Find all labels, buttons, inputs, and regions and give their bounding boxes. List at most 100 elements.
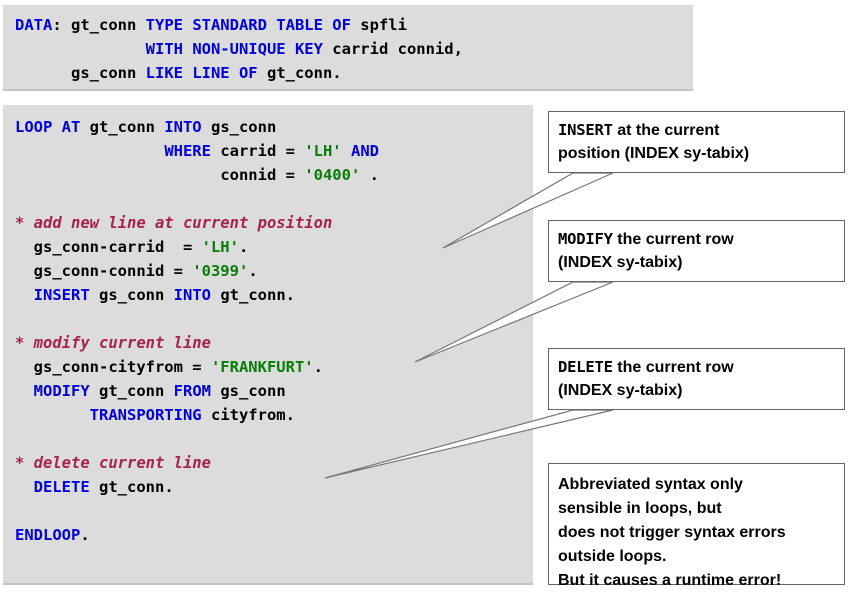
code-line: * modify current line bbox=[15, 331, 379, 355]
code-line: gs_conn-carrid = 'LH'. bbox=[15, 235, 379, 259]
code-token: FROM bbox=[173, 382, 221, 400]
code-token: gt_conn. bbox=[99, 478, 174, 496]
code-line: MODIFY gt_conn FROM gs_conn bbox=[15, 379, 379, 403]
code-token: INTO bbox=[173, 286, 221, 304]
abap-declaration-panel: DATA: gt_conn TYPE STANDARD TABLE OF spf… bbox=[3, 5, 693, 89]
code-line bbox=[15, 187, 379, 211]
code-token: LOOP AT bbox=[15, 118, 90, 136]
code-token bbox=[15, 142, 164, 160]
code-token: 'FRANKFURT' bbox=[210, 358, 314, 376]
code-token: ENDLOOP bbox=[15, 526, 81, 544]
code-token: gt_conn. bbox=[266, 64, 342, 82]
code-token: . bbox=[360, 166, 379, 184]
code-line: gs_conn-connid = '0399'. bbox=[15, 259, 379, 283]
code-token: . bbox=[313, 358, 323, 376]
code-token: '0400' bbox=[304, 166, 361, 184]
code-token: gt_conn. bbox=[220, 286, 295, 304]
code-line: gs_conn LIKE LINE OF gt_conn. bbox=[15, 61, 463, 85]
code-token: gs_conn-connid = bbox=[15, 262, 193, 280]
code-token: gs_conn bbox=[220, 382, 286, 400]
callout-modify-keyword: MODIFY bbox=[558, 230, 613, 248]
code-token: gt_conn bbox=[89, 118, 165, 136]
code-token bbox=[15, 382, 34, 400]
code-token: . bbox=[80, 526, 90, 544]
callout-delete-line2: (INDEX sy-tabix) bbox=[558, 382, 683, 399]
code-line bbox=[15, 427, 379, 451]
code-token: WITH NON-UNIQUE KEY bbox=[145, 40, 333, 58]
code-token bbox=[15, 406, 90, 424]
callout-delete-rest: the current row bbox=[612, 359, 734, 376]
callout-modify-rest: the current row bbox=[612, 231, 734, 248]
code-line: LOOP AT gt_conn INTO gs_conn bbox=[15, 115, 379, 139]
callout-modify-line2: (INDEX sy-tabix) bbox=[558, 254, 683, 271]
code-line: WHERE carrid = 'LH' AND bbox=[15, 139, 379, 163]
code-line: INSERT gs_conn INTO gt_conn. bbox=[15, 283, 379, 307]
code-token: 'LH' bbox=[201, 238, 239, 256]
callout-delete-keyword: DELETE bbox=[558, 358, 613, 376]
code-token: * modify current line bbox=[15, 334, 211, 352]
code-token: connid = bbox=[220, 166, 305, 184]
callout-insert-rest: at the current bbox=[612, 122, 720, 139]
code-token: cityfrom. bbox=[210, 406, 295, 424]
callout-insert-line2: position (INDEX sy-tabix) bbox=[558, 145, 750, 162]
code-token: carrid connid, bbox=[332, 40, 463, 58]
code-line bbox=[15, 499, 379, 523]
code-token: INTO bbox=[164, 118, 211, 136]
code-token: spfli bbox=[360, 16, 407, 34]
code-line: DELETE gt_conn. bbox=[15, 475, 379, 499]
code-token: * add new line at current position bbox=[15, 214, 333, 232]
code-token: gs_conn bbox=[99, 286, 174, 304]
code-token bbox=[15, 166, 220, 184]
abap-loop-panel: LOOP AT gt_conn INTO gs_conn WHERE carri… bbox=[3, 105, 533, 583]
callout-insert-line1: INSERT at the current bbox=[558, 119, 835, 142]
code-token: : bbox=[52, 16, 71, 34]
code-token: AND bbox=[350, 142, 379, 160]
code-line bbox=[15, 307, 379, 331]
note-line: does not trigger syntax errors bbox=[558, 524, 786, 541]
code-token bbox=[15, 64, 71, 82]
code-line: * add new line at current position bbox=[15, 211, 379, 235]
code-token: gt_conn bbox=[71, 16, 146, 34]
code-line: DATA: gt_conn TYPE STANDARD TABLE OF spf… bbox=[15, 13, 463, 37]
code-token: LIKE LINE OF bbox=[145, 64, 267, 82]
code-token bbox=[15, 478, 34, 496]
code-token: DELETE bbox=[33, 478, 99, 496]
code-line: ENDLOOP. bbox=[15, 523, 379, 547]
callout-modify-line1: MODIFY the current row bbox=[558, 228, 835, 251]
note-line: Abbreviated syntax only bbox=[558, 476, 743, 493]
note-line: But it causes a runtime error! bbox=[558, 572, 782, 589]
code-token: MODIFY bbox=[33, 382, 99, 400]
note-line: sensible in loops, but bbox=[558, 500, 722, 517]
code-token: gs_conn bbox=[71, 64, 146, 82]
callout-insert-keyword: INSERT bbox=[558, 121, 613, 139]
code-token: carrid = bbox=[220, 142, 305, 160]
loop-code-lines: LOOP AT gt_conn INTO gs_conn WHERE carri… bbox=[3, 105, 379, 547]
code-token: INSERT bbox=[33, 286, 99, 304]
callout-insert: INSERT at the current position (INDEX sy… bbox=[548, 111, 845, 173]
code-line: gs_conn-cityfrom = 'FRANKFURT'. bbox=[15, 355, 379, 379]
code-line: connid = '0400' . bbox=[15, 163, 379, 187]
code-token: 'LH' bbox=[304, 142, 351, 160]
code-token: DATA bbox=[15, 16, 53, 34]
callout-modify: MODIFY the current row (INDEX sy-tabix) bbox=[548, 220, 845, 282]
code-token bbox=[15, 40, 146, 58]
callout-delete-line1: DELETE the current row bbox=[558, 356, 835, 379]
code-token bbox=[15, 286, 34, 304]
code-token: gs_conn-cityfrom = bbox=[15, 358, 211, 376]
code-token: . bbox=[248, 262, 258, 280]
code-token: TYPE STANDARD TABLE OF bbox=[145, 16, 361, 34]
declaration-code-lines: DATA: gt_conn TYPE STANDARD TABLE OF spf… bbox=[3, 5, 463, 85]
code-token: '0399' bbox=[192, 262, 249, 280]
callout-note: Abbreviated syntax only sensible in loop… bbox=[548, 463, 845, 589]
code-token: WHERE bbox=[164, 142, 221, 160]
code-token: . bbox=[238, 238, 249, 256]
code-line: * delete current line bbox=[15, 451, 379, 475]
code-token: gt_conn bbox=[99, 382, 174, 400]
code-token: gs_conn bbox=[210, 118, 277, 136]
callout-delete: DELETE the current row (INDEX sy-tabix) bbox=[548, 348, 845, 410]
code-token: * delete current line bbox=[15, 454, 211, 472]
code-token: TRANSPORTING bbox=[89, 406, 211, 424]
code-line: TRANSPORTING cityfrom. bbox=[15, 403, 379, 427]
note-line: outside loops. bbox=[558, 548, 667, 565]
code-line: WITH NON-UNIQUE KEY carrid connid, bbox=[15, 37, 463, 61]
